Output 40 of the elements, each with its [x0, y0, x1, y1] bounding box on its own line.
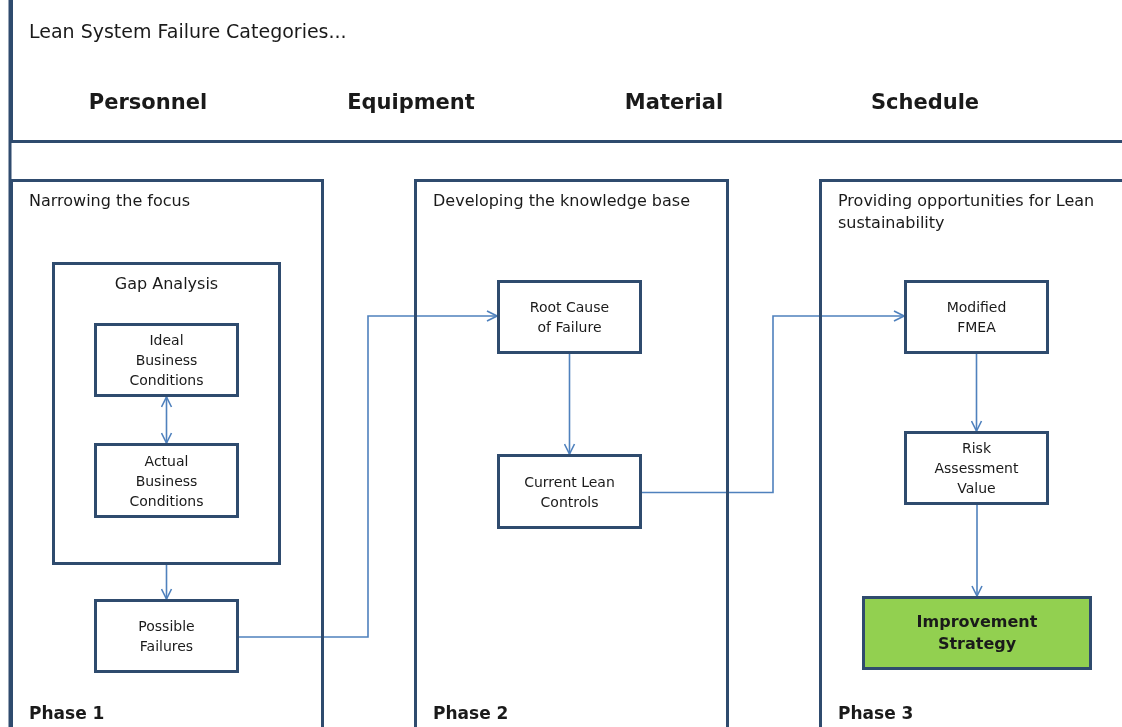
diagram-heading: Lean System Failure Categories... — [29, 20, 347, 42]
box-label: Current Lean Controls — [523, 472, 616, 512]
box-label: Improvement Strategy — [915, 611, 1039, 655]
arrow — [238, 310, 498, 638]
phase-description: Developing the knowledge base — [433, 190, 691, 212]
arrow — [160, 396, 173, 444]
phase-label: Phase 2 — [433, 703, 509, 723]
arrow — [160, 564, 173, 600]
arrow — [641, 310, 905, 494]
group-title: Gap Analysis — [113, 274, 220, 294]
process-box — [94, 323, 239, 397]
arrow — [970, 353, 983, 432]
category-label: Schedule — [869, 90, 981, 114]
box-label: Ideal Business Conditions — [128, 331, 205, 390]
phase-panel — [819, 179, 1122, 727]
box-label: Actual Business Conditions — [128, 451, 205, 511]
arrow — [971, 504, 983, 597]
box-label: Possible Failures — [137, 617, 196, 656]
arrow — [563, 353, 576, 455]
phase-label: Phase 3 — [838, 703, 914, 723]
phase-label: Phase 1 — [29, 703, 105, 723]
header-panel — [10, 0, 1122, 143]
process-box — [904, 431, 1049, 505]
phase-panel — [10, 179, 324, 727]
group-box — [52, 262, 281, 565]
phase-description: Providing opportunities for Lean sustainability — [838, 190, 1096, 234]
process-box — [94, 599, 239, 673]
box-label: Modified FMEA — [945, 298, 1008, 337]
category-label: Equipment — [346, 90, 476, 114]
phase-panel — [414, 179, 729, 727]
box-label: Risk Assessment Value — [933, 439, 1020, 498]
process-box — [904, 280, 1049, 354]
category-label: Personnel — [87, 90, 209, 114]
phase-description: Narrowing the focus — [29, 190, 192, 212]
process-box — [497, 280, 642, 354]
category-label: Material — [623, 90, 725, 114]
box-label: Root Cause of Failure — [528, 298, 611, 337]
process-box — [94, 443, 239, 518]
process-box — [497, 454, 642, 529]
result-box — [862, 596, 1092, 670]
